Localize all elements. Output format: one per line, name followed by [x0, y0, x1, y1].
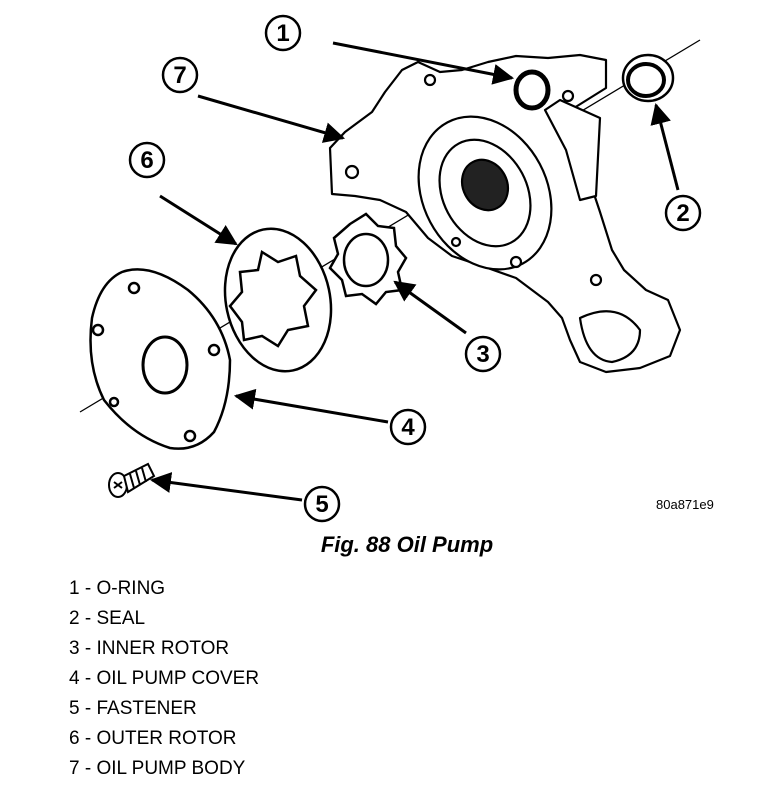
svg-text:5: 5 — [315, 491, 328, 518]
figure-caption: Fig. 88 Oil Pump — [320, 532, 494, 557]
leader-arrow-2 — [650, 102, 680, 191]
callout-3: 3 — [464, 335, 502, 373]
figure-code: 80a871e9 — [656, 497, 714, 512]
leader-arrow-5 — [149, 472, 303, 502]
callout-5: 5 — [303, 485, 341, 523]
svg-text:4: 4 — [401, 414, 415, 441]
outer-rotor-part — [223, 227, 333, 373]
callout-6: 6 — [128, 141, 166, 179]
legend-item-outer-rotor: 6OUTER ROTOR — [69, 724, 259, 754]
svg-text:3: 3 — [476, 341, 489, 368]
oil-pump-body-part — [328, 53, 682, 374]
legend-item-o-ring: 1O-RING — [69, 574, 259, 604]
legend-item-oil-pump-body: 7OIL PUMP BODY — [69, 754, 259, 784]
callout-1: 1 — [264, 14, 302, 52]
svg-text:7: 7 — [173, 62, 186, 89]
legend-item-fastener: 5FASTENER — [69, 694, 259, 724]
svg-text:1: 1 — [276, 20, 289, 47]
legend-item-oil-pump-cover: 4OIL PUMP COVER — [69, 664, 259, 694]
leader-arrow-1 — [332, 41, 515, 85]
leader-arrow-7 — [197, 94, 346, 143]
svg-text:2: 2 — [676, 200, 689, 227]
callout-4: 4 — [389, 408, 427, 446]
oil-pump-exploded-diagram: 1 2 3 4 5 6 7 — [79, 14, 702, 523]
oil-pump-cover-part — [89, 268, 232, 450]
leader-arrow-3 — [393, 280, 467, 335]
callout-2: 2 — [664, 194, 702, 232]
legend-item-inner-rotor: 3INNER ROTOR — [69, 634, 259, 664]
callout-7: 7 — [161, 56, 199, 94]
o-ring-part — [513, 69, 551, 111]
legend-item-seal: 2SEAL — [69, 604, 259, 634]
svg-text:6: 6 — [140, 147, 153, 174]
inner-rotor-part — [328, 212, 408, 306]
fastener-part — [108, 462, 156, 498]
seal-part — [621, 53, 675, 103]
leader-arrow-4 — [233, 388, 389, 424]
parts-legend: 1O-RING 2SEAL 3INNER ROTOR 4OIL PUMP COV… — [69, 574, 259, 784]
leader-arrow-6 — [159, 194, 238, 246]
